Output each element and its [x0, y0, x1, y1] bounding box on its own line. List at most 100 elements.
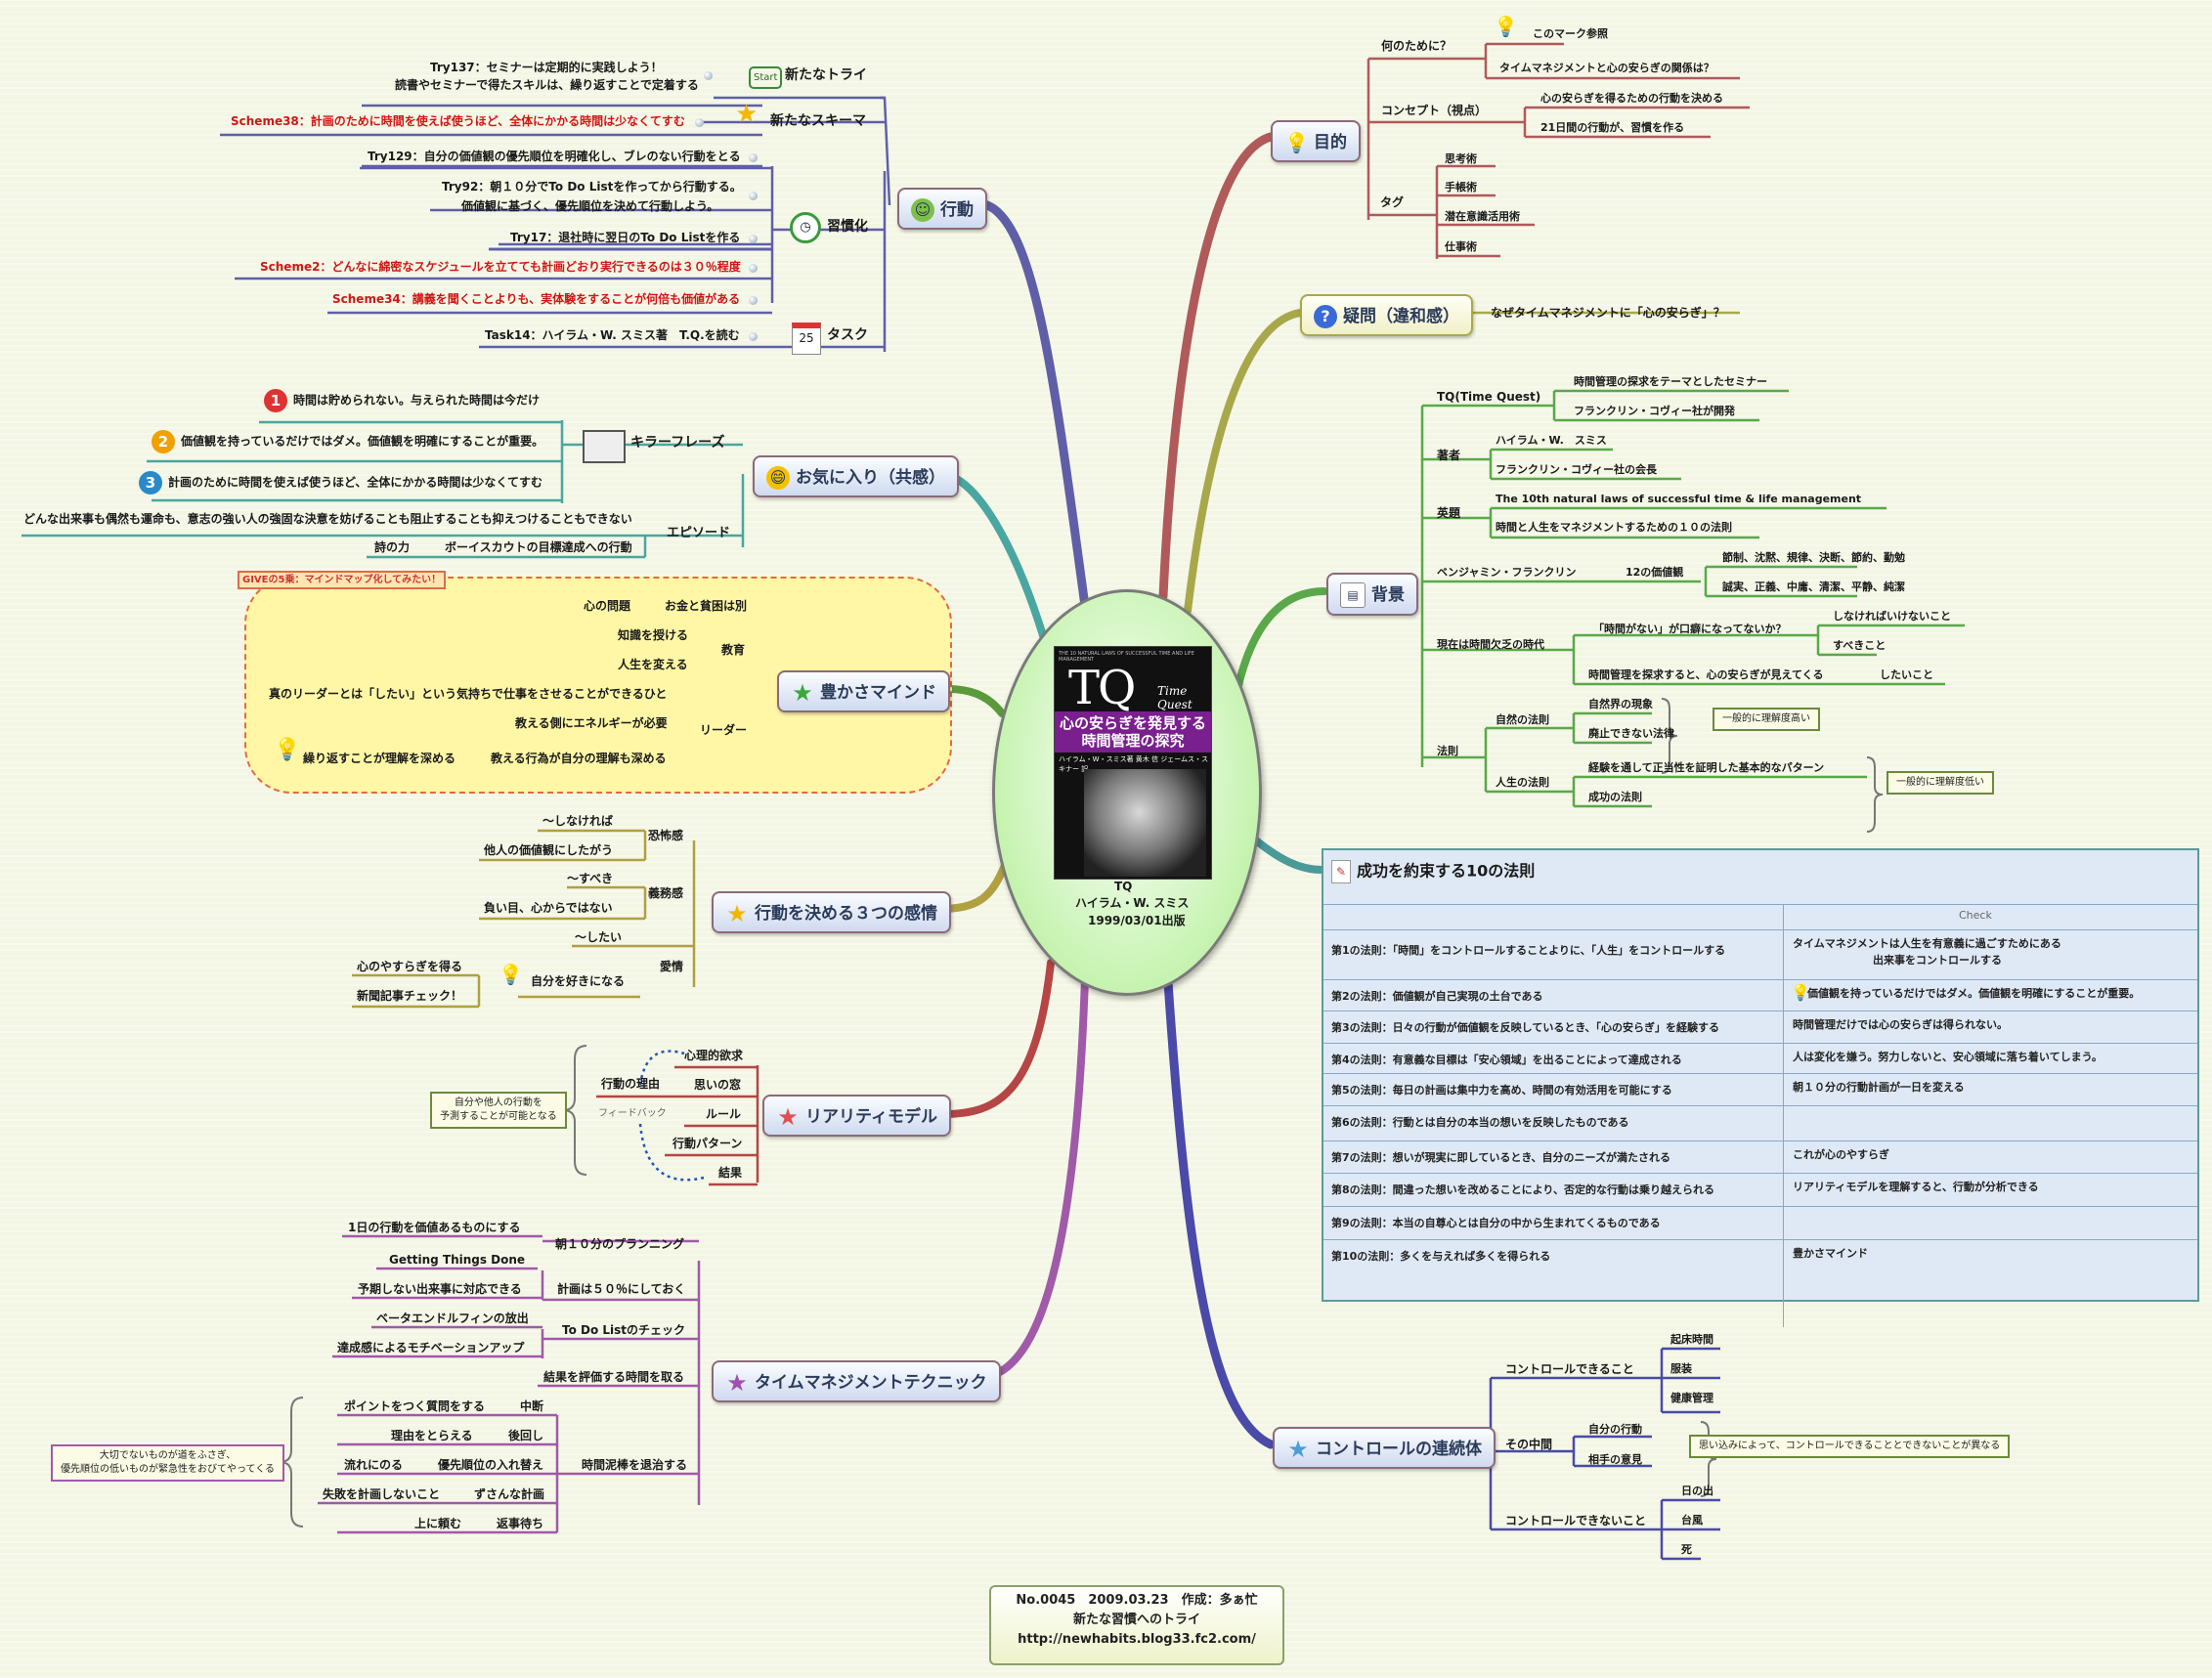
tech-gtd: Getting Things Done: [389, 1253, 526, 1267]
center-date: 1999/03/01出版: [1088, 914, 1186, 927]
book-tagline: THE 10 NATURAL LAWS OF SUCCESSFUL TIME A…: [1059, 651, 1194, 663]
purple-star-icon: ★: [726, 1369, 748, 1397]
blue-star-icon: ★: [1287, 1436, 1309, 1463]
law-check: タイムマネジメントは人生を有意義に過ごすためにある: [1793, 937, 2061, 950]
red-star-icon: ★: [777, 1103, 799, 1131]
emotion-c1: ～したい: [575, 930, 623, 944]
reality-reason: 行動の理由: [601, 1077, 661, 1091]
subtopic-habit[interactable]: 習慣化: [827, 219, 868, 235]
topic-time-management[interactable]: ★タイムマネジメントテクニック: [712, 1360, 1001, 1402]
question-text: なぜタイムマネジメントに「心の安らぎ」？: [1491, 306, 1725, 320]
leader-node[interactable]: リーダー: [700, 723, 748, 737]
note-icon: [695, 118, 704, 127]
law-row: 第10の法則：多くを与えれば多くを得られる豊かさマインド: [1323, 1239, 2197, 1273]
emotion-duty[interactable]: 義務感: [648, 886, 684, 900]
law-text: 第5の法則：毎日の計画は集中力を高め、時間の有効活用を可能にする: [1331, 1084, 1672, 1097]
tag-subconscious: 潜在意識活用術: [1445, 210, 1520, 223]
subtopic-episode[interactable]: エピソード: [667, 526, 731, 540]
subtopic-new-try[interactable]: 新たなトライ: [785, 67, 867, 83]
subtopic-task[interactable]: タスク: [827, 327, 868, 343]
feedback-label: フィードバック: [598, 1108, 667, 1119]
bg-english-title: 英題: [1437, 506, 1461, 520]
bg-author: 著者: [1437, 449, 1461, 462]
law-row: 第3の法則：日々の行動が価値観を反映しているとき、「心の安らぎ」を経験する時間管…: [1323, 1011, 2197, 1044]
tech-motivation: 達成感によるモチベーションアップ: [337, 1341, 525, 1355]
bg-quest: 時間管理を探求すると、心の安らぎが見えてくる: [1588, 668, 1824, 681]
footer-line2: 新たな習慣へのトライ: [1072, 1613, 1200, 1627]
tech-note-line2: 優先順位の低いものが緊急性をおびてやってくる: [61, 1464, 275, 1475]
topic-purpose[interactable]: 💡目的: [1271, 120, 1361, 162]
topic-reality-model[interactable]: ★リアリティモデル: [762, 1095, 951, 1137]
topic-kodo[interactable]: ☺行動: [897, 188, 987, 230]
emotion-c3: 新聞記事チェック！: [357, 989, 463, 1003]
law-text: 第9の法則：本当の自尊心とは自分の中から生まれてくるものである: [1331, 1217, 1661, 1229]
jinsei-node: 人生を変える: [618, 658, 688, 671]
bg-franklin-12: 12の価値観: [1626, 566, 1684, 579]
book-logo: TQ: [1068, 661, 1136, 715]
tech-todo: To Do Listのチェック: [562, 1323, 686, 1337]
topic-purpose-label: 目的: [1314, 133, 1347, 152]
scheme34: Scheme34：講義を聞くことよりも、実体験をすることが何倍も価値がある: [332, 292, 741, 306]
book-authors: ハイラム・W・スミス著 黄木 信 ジェームス・スキナー 訳: [1059, 755, 1209, 773]
control-mid: その中間: [1505, 1438, 1553, 1451]
subtopic-new-schema[interactable]: 新たなスキーマ: [770, 113, 866, 129]
topic-emotions-label: 行動を決める３つの感情: [755, 904, 937, 924]
kyoiku-node[interactable]: 教育: [721, 643, 746, 657]
reality-pattern: 行動パターン: [672, 1137, 743, 1150]
tech-postpone: 後回し: [508, 1429, 544, 1442]
topic-background[interactable]: ▤背景: [1326, 573, 1418, 616]
book-subtitle: Time Quest: [1157, 684, 1193, 711]
tech-q3b: 優先順位の入れ替え: [438, 1458, 544, 1472]
bg-note-low: 一般的に理解度低い: [1887, 771, 1994, 795]
tech-note: 大切でないものが道をふさぎ、優先順位の低いものが緊急性をおびてやってくる: [51, 1444, 284, 1482]
bg-must: しなければいけないこと: [1833, 610, 1951, 623]
cloud-label: GIVEの5乗：マインドマップ化してみたい！: [238, 571, 447, 589]
bg-english-title-2: 時間と人生をマネジメントするための１０の法則: [1496, 521, 1732, 534]
law-check: リアリティモデルを理解すると、行動が分析できる: [1793, 1181, 2039, 1193]
law-row: 第9の法則：本当の自尊心とは自分の中から生まれてくるものである: [1323, 1206, 2197, 1240]
emotion-love[interactable]: 愛情: [660, 960, 684, 973]
book-title-line1: 心の安らぎを発見する: [1059, 714, 1206, 732]
bg-tq-1: 時間管理の探求をテーマとしたセミナー: [1574, 375, 1767, 388]
topic-yutaka-mind[interactable]: ★豊かさマインド: [777, 670, 950, 712]
purpose-concept: コンセプト（視点）: [1381, 104, 1488, 117]
law-check-line2: 出来事をコントロールする: [1873, 954, 2002, 967]
book-title-line2: 時間管理の探究: [1081, 732, 1185, 750]
note-icon: [749, 192, 758, 200]
emotion-fear[interactable]: 恐怖感: [648, 829, 684, 842]
topic-okiniiri[interactable]: 😄お気に入り（共感）: [753, 455, 959, 497]
law-row: 第1の法則：「時間」をコントロールすることよりに、「人生」をコントロールするタイ…: [1323, 929, 2197, 980]
law-text: 第4の法則：有意義な目標は「安心領域」を出ることによって達成される: [1331, 1054, 1682, 1066]
bg-tq: TQ(Time Quest): [1437, 390, 1541, 404]
bg-no-time: 「時間がない」が口癖になってないか？: [1593, 623, 1787, 635]
tech-q4b: ずさんな計画: [474, 1487, 545, 1501]
tech-note-line1: 大切でないものが道をふさぎ、: [99, 1450, 237, 1461]
try137-line2: 読書やセミナーで得たスキルは、繰り返すことで定着する: [395, 78, 699, 92]
try137-line1: Try137：セミナーは定期的に実践しよう！: [430, 61, 663, 74]
control-mid-1: 自分の行動: [1588, 1423, 1642, 1436]
number-2-icon: 2: [152, 430, 175, 453]
tech-p1: 1日の行動を価値あるものにする: [348, 1221, 521, 1234]
emotion-c4: 自分を好きになる: [531, 974, 626, 988]
star-icon: ★: [735, 100, 759, 129]
green-star-icon: ★: [792, 679, 813, 707]
law-check: 人は変化を嫌う。努力しないと、安心領域に落ち着いてしまう。: [1793, 1051, 2103, 1063]
topic-question-label: 疑問（違和感）: [1343, 307, 1459, 326]
bg-author-2: フランクリン・コヴィー社の会長: [1496, 463, 1657, 476]
control-can: コントロールできること: [1505, 1362, 1634, 1376]
note-icon: [749, 153, 758, 162]
law-row: 第6の法則：行動とは自分の本当の想いを反映したものである: [1323, 1105, 2197, 1141]
topic-control-continuum[interactable]: ★コントロールの連続体: [1273, 1427, 1496, 1469]
purpose-why: 何のために？: [1381, 39, 1453, 53]
tech-beta: ベータエンドルフィンの放出: [376, 1312, 529, 1325]
tech-q2: 理由をとらえる: [391, 1429, 473, 1442]
topic-three-emotions[interactable]: ★行動を決める３つの感情: [712, 891, 951, 933]
bg-life-law: 人生の法則: [1496, 776, 1549, 789]
purpose-tag: タグ: [1380, 195, 1405, 209]
subtopic-killer-phrase[interactable]: キラーフレーズ: [630, 435, 725, 451]
footer-line3[interactable]: http://newhabits.blog33.fc2.com/: [1018, 1632, 1256, 1647]
tech-time-thief[interactable]: 時間泥棒を退治する: [582, 1458, 688, 1472]
topic-question[interactable]: ?疑問（違和感）: [1300, 294, 1473, 336]
